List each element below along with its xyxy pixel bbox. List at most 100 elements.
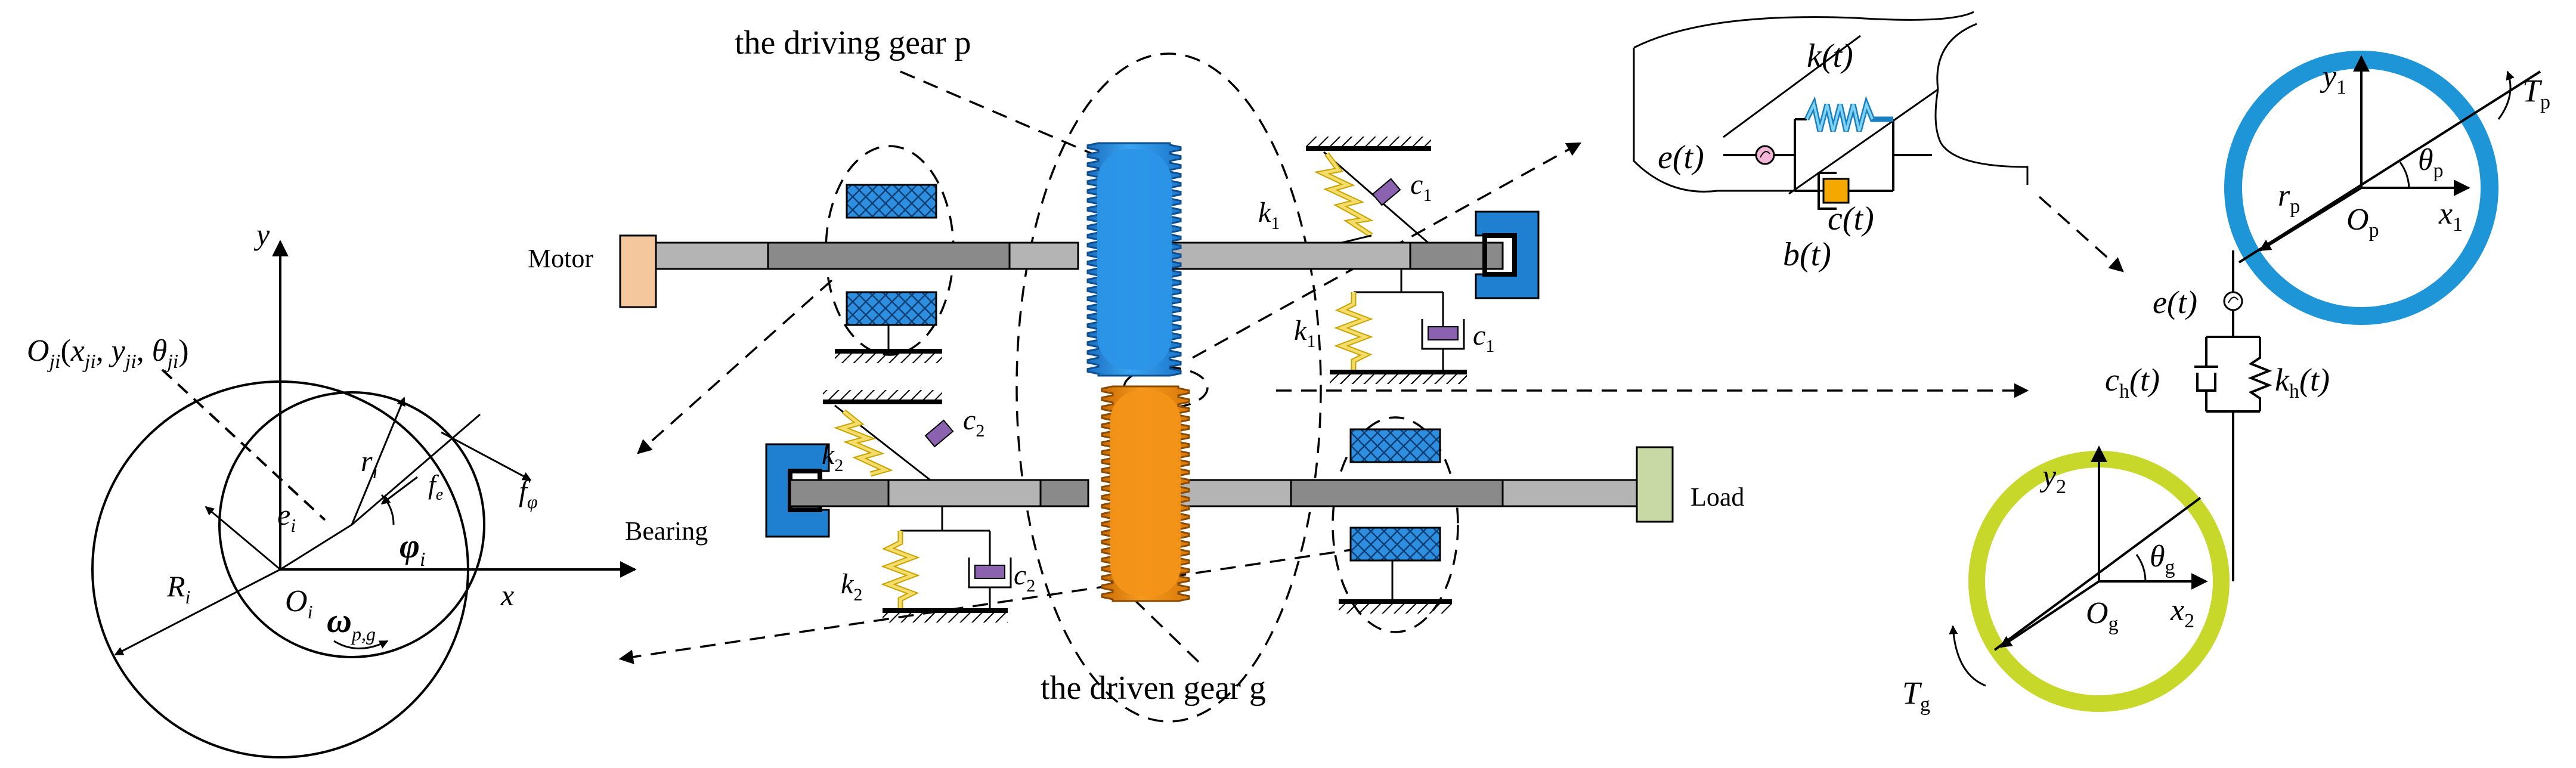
shaft2-seg4	[1176, 479, 1292, 507]
equivalent-model-panel: y1 x1 rp Op θp Tp e(t) ch(t) kh(t) y2 x2…	[1902, 51, 2550, 716]
gear-line-of-action	[1993, 497, 2202, 651]
thp-arc	[2399, 162, 2410, 188]
ground-1-lower-hatch	[1330, 374, 1467, 384]
y1-label: y1	[2320, 60, 2346, 98]
mesh-error-label: e(t)	[1658, 139, 1704, 176]
bearing1-lower-block	[846, 291, 937, 326]
inner-radius-line	[351, 397, 405, 525]
ground-1-lower	[1330, 370, 1467, 374]
c2-lower-label: c2	[1014, 559, 1035, 596]
e-arrow	[205, 506, 281, 571]
c1-lower-label: c1	[1473, 320, 1494, 356]
shaft2-seg2	[887, 479, 1042, 507]
Tg-label: Tg	[1902, 675, 1930, 716]
spring-k2-upper-hl	[837, 410, 890, 476]
gear-pair-ellipse	[1015, 52, 1322, 723]
bearing1-ground-hatch	[835, 354, 942, 363]
shaft1-seg4	[1171, 241, 1411, 270]
y2-label: y2	[2039, 459, 2066, 498]
ground-top-1	[1306, 146, 1431, 151]
force-line	[351, 413, 481, 526]
damper-c2-lower	[974, 565, 1005, 579]
driving-gear	[1086, 142, 1182, 377]
fphi-label: fφ	[519, 474, 538, 512]
shaft1-seg3	[1008, 241, 1079, 270]
end-cap-upper-slot	[1482, 233, 1517, 277]
coord-label: Oji(xji, yji, θji)	[27, 334, 189, 373]
error-wave-icon	[1760, 151, 1770, 158]
bearing2-lower-block	[1349, 527, 1441, 562]
shaft1-seg5	[1409, 241, 1504, 270]
spring-k1-upper-hl	[1317, 153, 1373, 237]
damper-c1-lower	[1428, 326, 1459, 340]
ch-damper	[2194, 366, 2218, 392]
k2-lower-label: k2	[841, 568, 862, 605]
tooth-left-outline	[1633, 48, 1718, 193]
damper-cup	[1818, 172, 1837, 210]
Tg-arc	[1949, 625, 1986, 687]
Tp-label: Tp	[2522, 73, 2550, 113]
mesh-damping-label: c(t)	[1828, 200, 1874, 237]
phi-label: φi	[400, 527, 425, 571]
pinion-line-of-action	[2238, 70, 2541, 264]
bearing2-ground-hatch	[1339, 604, 1452, 614]
load-label: Load	[1690, 482, 1744, 512]
k1-lower-label: k1	[1294, 315, 1315, 351]
phi-arc	[380, 494, 395, 525]
error-source-icon	[1755, 145, 1775, 165]
thg-arc	[2135, 554, 2147, 582]
transmission-panel: the driving gear p the driven gear g Mot…	[528, 24, 2029, 723]
k1-upper-label: k1	[1258, 197, 1280, 233]
motor-block	[619, 234, 657, 308]
error-wave-icon-right	[2228, 296, 2238, 304]
load-block	[1636, 446, 1674, 523]
omega-arc	[333, 640, 389, 649]
outer-radius-label: Ri	[166, 569, 190, 608]
bearing-leader-top	[637, 279, 833, 454]
shaft2-seg3	[1039, 479, 1089, 507]
x1-label: x1	[2438, 197, 2463, 236]
tooth-right-outline	[1934, 89, 2029, 185]
bearing1-ground	[835, 349, 942, 354]
omega-label: ωp,g	[327, 601, 376, 645]
tooth-top-outline	[1633, 11, 1974, 49]
damper-c2-upper	[924, 419, 954, 448]
mesh-stiffness-label: k(t)	[1807, 38, 1853, 75]
mesh-spring-hl	[1806, 100, 1874, 132]
y-axis-label: y	[253, 218, 270, 251]
error-source-icon-right	[2223, 291, 2243, 311]
backlash-label: b(t)	[1783, 236, 1831, 273]
kh-spring	[2247, 337, 2272, 411]
thg-label: θg	[2150, 540, 2175, 578]
shaft1-seg1	[655, 241, 769, 270]
tooth-right-top	[1936, 23, 1977, 90]
ground-2-top	[823, 400, 942, 404]
motor-label: Motor	[528, 244, 593, 273]
driven-gear-face	[1110, 391, 1181, 596]
fphi-arrow	[441, 431, 532, 481]
ground-2-lower-hatch	[883, 613, 1008, 623]
driven-gear-label: the driven gear g	[1041, 670, 1266, 707]
shaft2-seg6	[1501, 479, 1638, 507]
inner-radius-label: ri	[361, 444, 377, 482]
driving-gear-label: the driving gear p	[735, 24, 971, 61]
et-label: e(t)	[2153, 284, 2197, 320]
x-axis-label: x	[500, 578, 514, 612]
driving-gear-face	[1097, 149, 1172, 370]
ground-2-lower	[883, 608, 1008, 613]
ground-top-1-hatch	[1306, 137, 1431, 146]
eccentricity-line	[280, 524, 352, 571]
rg-arrow	[1999, 580, 2100, 648]
rp-label: rp	[2278, 179, 2300, 218]
bearing1-upper-block	[846, 184, 937, 219]
bearing2-upper-block	[1349, 428, 1441, 463]
spring-k1-upper	[1314, 152, 1374, 238]
mesh-detail-panel: k(t) e(t) c(t) b(t)	[1633, 11, 2124, 273]
k1-upper-foot	[1341, 234, 1372, 244]
eccentricity-label: ei	[277, 498, 296, 536]
c1-upper-label: c1	[1410, 169, 1432, 205]
center-label: Oi	[285, 584, 312, 623]
coord-leader	[161, 368, 326, 521]
damper-c1-upper	[1371, 178, 1401, 206]
Op-label: Op	[2346, 203, 2379, 241]
